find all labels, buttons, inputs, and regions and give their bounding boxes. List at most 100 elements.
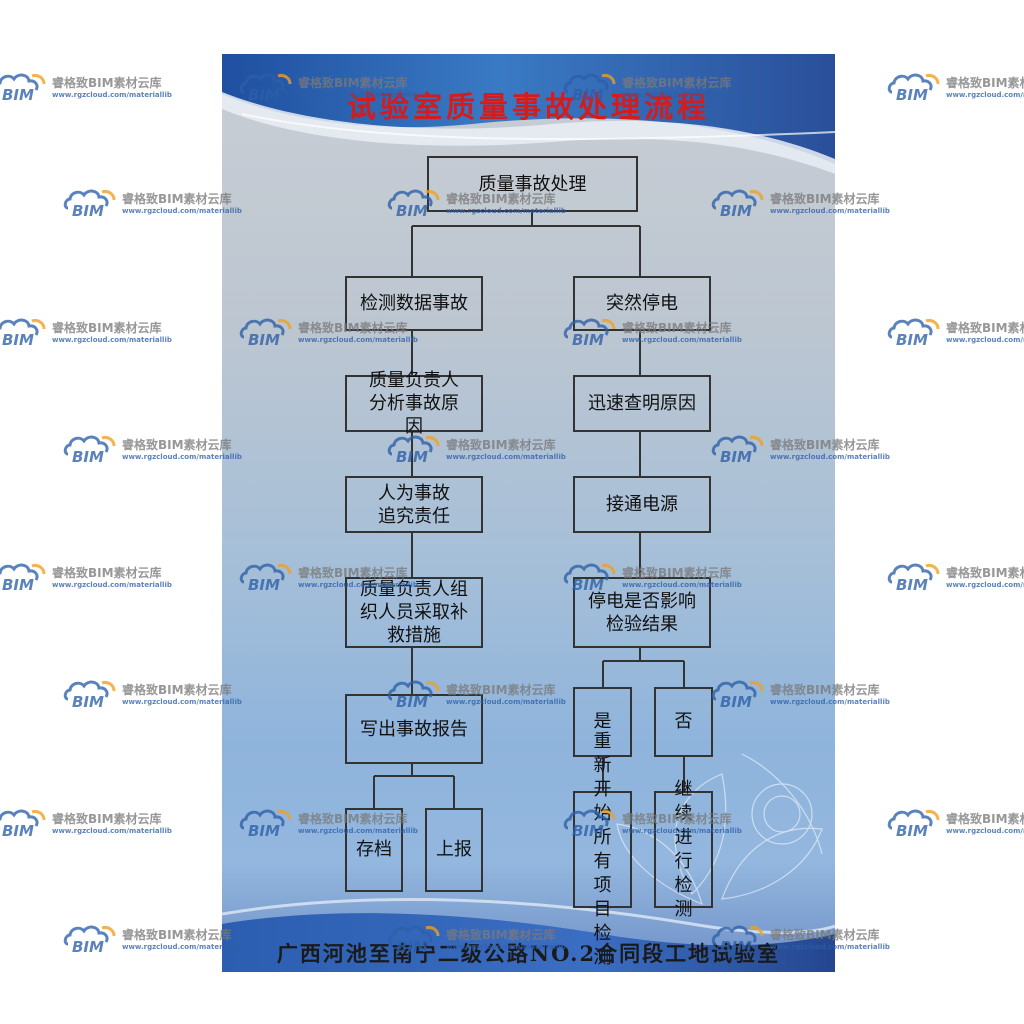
bim-logo-icon: BIM <box>710 677 768 711</box>
watermark-name: 睿格致BIM素材云库 <box>622 811 732 826</box>
watermark: BIM睿格致BIM素材云库www.rgzcloud.com/materialli… <box>886 806 1024 840</box>
watermark-url: www.rgzcloud.com/materiallib <box>122 697 242 706</box>
watermark-name: 睿格致BIM素材云库 <box>298 320 408 335</box>
bim-logo-icon: BIM <box>238 70 296 104</box>
svg-text:BIM: BIM <box>2 822 34 838</box>
watermark-url: www.rgzcloud.com/materiallib <box>946 826 1024 835</box>
bim-logo-icon: BIM <box>562 315 620 349</box>
bim-logo-icon: BIM <box>238 315 296 349</box>
svg-text:BIM: BIM <box>396 202 428 218</box>
watermark-name: 睿格致BIM素材云库 <box>446 437 556 452</box>
bim-logo-icon: BIM <box>62 186 120 220</box>
watermark-url: www.rgzcloud.com/materiallib <box>446 697 566 706</box>
bim-logo-icon: BIM <box>386 186 444 220</box>
bim-logo-icon: BIM <box>238 806 296 840</box>
watermark-url: www.rgzcloud.com/materiallib <box>122 942 242 951</box>
watermark-name: 睿格致BIM素材云库 <box>52 75 162 90</box>
bim-logo-icon: BIM <box>0 560 50 594</box>
watermark: BIM睿格致BIM素材云库www.rgzcloud.com/materialli… <box>886 70 1024 104</box>
watermark-url: www.rgzcloud.com/materiallib <box>52 580 172 589</box>
bim-logo-icon: BIM <box>886 560 944 594</box>
svg-text:BIM: BIM <box>2 576 34 592</box>
watermark-url: www.rgzcloud.com/materiallib <box>446 206 566 215</box>
watermark-url: www.rgzcloud.com/materiallib <box>52 826 172 835</box>
node-right-1: 突然停电 <box>573 276 711 331</box>
svg-text:BIM: BIM <box>720 938 752 954</box>
bim-logo-icon: BIM <box>886 70 944 104</box>
watermark-url: www.rgzcloud.com/materiallib <box>946 90 1024 99</box>
bottom-swoosh <box>222 898 835 934</box>
watermark: BIM睿格致BIM素材云库www.rgzcloud.com/materialli… <box>886 560 1024 594</box>
watermark-url: www.rgzcloud.com/materiallib <box>122 452 242 461</box>
bim-logo-icon: BIM <box>62 922 120 956</box>
watermark-name: 睿格致BIM素材云库 <box>122 191 232 206</box>
bim-logo-icon: BIM <box>0 806 50 840</box>
watermark-url: www.rgzcloud.com/materiallib <box>770 942 890 951</box>
poster-background <box>222 54 835 972</box>
bim-logo-icon: BIM <box>886 315 944 349</box>
bim-logo-icon: BIM <box>710 186 768 220</box>
watermark-name: 睿格致BIM素材云库 <box>622 565 732 580</box>
bim-logo-icon: BIM <box>386 432 444 466</box>
watermark-url: www.rgzcloud.com/materiallib <box>298 90 418 99</box>
watermark-url: www.rgzcloud.com/materiallib <box>446 942 566 951</box>
node-continue-tests: 继续进行检测 <box>654 779 713 920</box>
node-no: 否 <box>654 687 713 757</box>
watermark-url: www.rgzcloud.com/materiallib <box>770 452 890 461</box>
node-right-3: 接通电源 <box>573 476 711 533</box>
bim-logo-icon: BIM <box>386 677 444 711</box>
node-right-4: 停电是否影响检验结果 <box>573 577 711 648</box>
top-wave-highlight <box>222 92 835 174</box>
svg-text:BIM: BIM <box>248 576 280 592</box>
bim-logo-icon: BIM <box>562 560 620 594</box>
watermark-name: 睿格致BIM素材云库 <box>770 927 880 942</box>
watermark-url: www.rgzcloud.com/materiallib <box>298 335 418 344</box>
svg-text:BIM: BIM <box>2 331 34 347</box>
watermark-name: 睿格致BIM素材云库 <box>298 75 408 90</box>
svg-text:BIM: BIM <box>396 448 428 464</box>
watermark-name: 睿格致BIM素材云库 <box>122 437 232 452</box>
watermark-name: 睿格致BIM素材云库 <box>122 682 232 697</box>
bim-logo-icon: BIM <box>62 432 120 466</box>
svg-text:BIM: BIM <box>896 576 928 592</box>
node-root: 质量事故处理 <box>427 156 638 212</box>
watermark: BIM睿格致BIM素材云库www.rgzcloud.com/materialli… <box>886 315 1024 349</box>
watermark-name: 睿格致BIM素材云库 <box>52 565 162 580</box>
node-left-1: 检测数据事故 <box>345 276 483 331</box>
svg-text:BIM: BIM <box>72 202 104 218</box>
bottom-wave <box>222 913 835 972</box>
bim-logo-icon: BIM <box>710 432 768 466</box>
node-right-2: 迅速查明原因 <box>573 375 711 432</box>
bim-logo-icon: BIM <box>886 806 944 840</box>
watermark-name: 睿格致BIM素材云库 <box>122 927 232 942</box>
watermark-url: www.rgzcloud.com/materiallib <box>946 580 1024 589</box>
node-left-4: 质量负责人组织人员采取补救措施 <box>345 577 483 648</box>
watermark-url: www.rgzcloud.com/materiallib <box>122 206 242 215</box>
bim-logo-icon: BIM <box>62 677 120 711</box>
watermark-name: 睿格致BIM素材云库 <box>946 75 1024 90</box>
svg-text:BIM: BIM <box>248 86 280 102</box>
svg-text:BIM: BIM <box>896 822 928 838</box>
bim-logo-icon: BIM <box>386 922 444 956</box>
svg-text:BIM: BIM <box>572 86 604 102</box>
top-swoosh <box>241 113 835 141</box>
node-submit: 上报 <box>425 808 483 892</box>
